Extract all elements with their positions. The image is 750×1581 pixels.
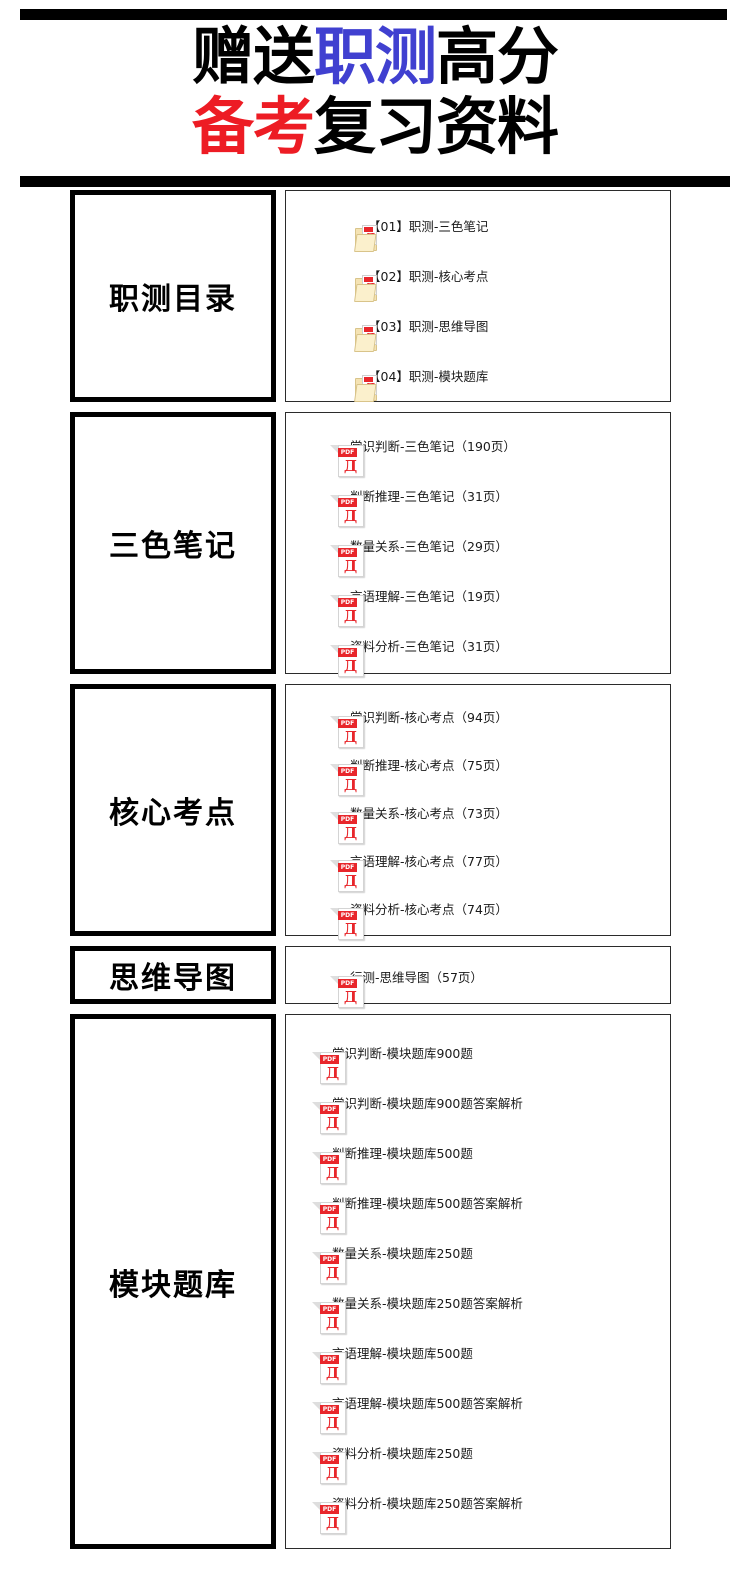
file-list-item-label: 常识判断-核心考点（94页）: [350, 709, 508, 725]
file-list-item-label: 数量关系-核心考点（73页）: [350, 805, 508, 821]
file-list-item-label: 常识判断-模块题库900题答案解析: [332, 1095, 523, 1111]
file-list-item-label: 【04】职测-模块题库: [368, 368, 489, 384]
section-label-text: 模块题库: [109, 1267, 237, 1303]
file-list-item-label: 资料分析-模块题库250题答案解析: [332, 1495, 523, 1511]
resource-section: 职测目录 Д【01】职测-三色笔记Д【02】职测-核心考点Д【03】职测-思维导图…: [0, 190, 750, 402]
resource-sections: 职测目录 Д【01】职测-三色笔记Д【02】职测-核心考点Д【03】职测-思维导图…: [0, 190, 750, 1559]
promo-title-seg: 高分: [436, 20, 559, 93]
promo-header: 赠送职测高分 备考复习资料: [0, 0, 750, 190]
file-list-item-label: 言语理解-核心考点（77页）: [350, 853, 508, 869]
promo-title-seg: 赠送: [191, 20, 315, 93]
file-list-item-label: 【02】职测-核心考点: [368, 268, 489, 284]
section-label-text: 核心考点: [109, 796, 237, 831]
promo-title-seg-highlight: 职测: [313, 20, 437, 93]
file-list-item-label: 言语理解-模块题库500题答案解析: [332, 1395, 523, 1411]
header-bottom-rule: [20, 176, 730, 187]
section-label-box: 三色笔记: [70, 412, 276, 674]
file-list-item-label: 判断推理-模块题库500题: [332, 1145, 473, 1161]
file-list-item[interactable]: Д【02】职测-核心考点: [286, 250, 670, 302]
file-list-item[interactable]: Д【03】职测-思维导图: [286, 300, 670, 352]
file-list-item-label: 常识判断-三色笔记（190页）: [350, 438, 516, 454]
file-list-item[interactable]: Д【01】职测-三色笔记: [286, 200, 670, 252]
file-list-item-label: 常识判断-模块题库900题: [332, 1045, 473, 1061]
section-label-box: 思维导图: [70, 946, 276, 1004]
promo-title-line-1: 赠送职测高分: [0, 26, 750, 88]
file-list-item-label: 【03】职测-思维导图: [368, 318, 489, 334]
section-label-box: 职测目录: [70, 190, 276, 402]
file-list-item-label: 数量关系-三色笔记（29页）: [350, 538, 508, 554]
section-label-box: 模块题库: [70, 1014, 276, 1549]
file-list-item-label: 资料分析-三色笔记（31页）: [350, 638, 508, 654]
promo-title-seg-highlight: 备考: [191, 90, 315, 163]
file-list-item-label: 资料分析-核心考点（74页）: [350, 901, 508, 917]
file-list-item-label: 言语理解-三色笔记（19页）: [350, 588, 508, 604]
file-list-item-label: 【01】职测-三色笔记: [368, 218, 489, 234]
file-list-item-label: 判断推理-三色笔记（31页）: [350, 488, 508, 504]
file-list-item-label: 言语理解-模块题库500题: [332, 1345, 473, 1361]
promo-title-seg: 复习资料: [314, 90, 559, 163]
file-list-item-label: 数量关系-模块题库250题: [332, 1245, 473, 1261]
header-top-rule: [20, 9, 727, 20]
file-list-item-label: 行测-思维导图（57页）: [350, 969, 483, 985]
section-label-text: 职测目录: [109, 282, 237, 317]
file-list-item[interactable]: Д【04】职测-模块题库: [286, 350, 670, 402]
section-file-list: Д【01】职测-三色笔记Д【02】职测-核心考点Д【03】职测-思维导图Д【04…: [285, 190, 671, 402]
promo-title-line-2: 备考复习资料: [0, 96, 750, 158]
file-list-item-label: 数量关系-模块题库250题答案解析: [332, 1295, 523, 1311]
file-list-item-label: 判断推理-模块题库500题答案解析: [332, 1195, 523, 1211]
section-label-text: 三色笔记: [109, 529, 237, 564]
section-label-box: 核心考点: [70, 684, 276, 936]
section-label-text: 思维导图: [109, 961, 237, 996]
file-list-item-label: 判断推理-核心考点（75页）: [350, 757, 508, 773]
file-list-item-label: 资料分析-模块题库250题: [332, 1445, 473, 1461]
